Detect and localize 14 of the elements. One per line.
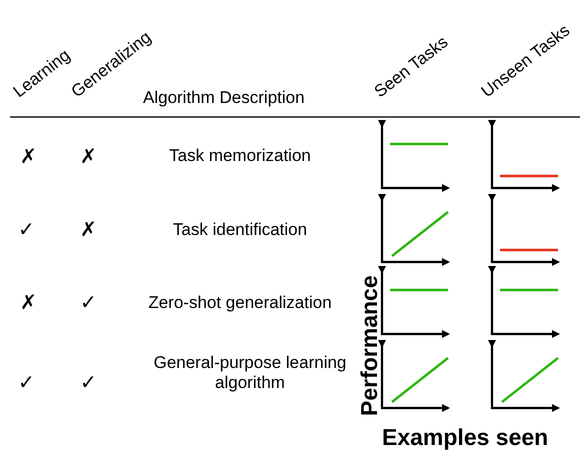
- check-mark: ✓: [80, 372, 97, 392]
- row-label: Task memorization: [168, 146, 312, 166]
- row-label: Task identification: [172, 220, 308, 240]
- check-mark: ✓: [18, 219, 35, 239]
- axis-title: Examples seen: [382, 424, 548, 450]
- check-mark: ✓: [18, 372, 35, 392]
- axis-title: Performance: [356, 275, 382, 416]
- check-mark: ✓: [80, 292, 97, 312]
- cross-mark: ✗: [20, 292, 37, 312]
- row-label: General-purpose learning algorithm: [152, 353, 348, 393]
- cross-mark: ✗: [20, 146, 37, 166]
- cross-mark: ✗: [80, 219, 97, 239]
- row-label: Zero-shot generalization: [147, 293, 333, 313]
- cross-mark: ✗: [80, 146, 97, 166]
